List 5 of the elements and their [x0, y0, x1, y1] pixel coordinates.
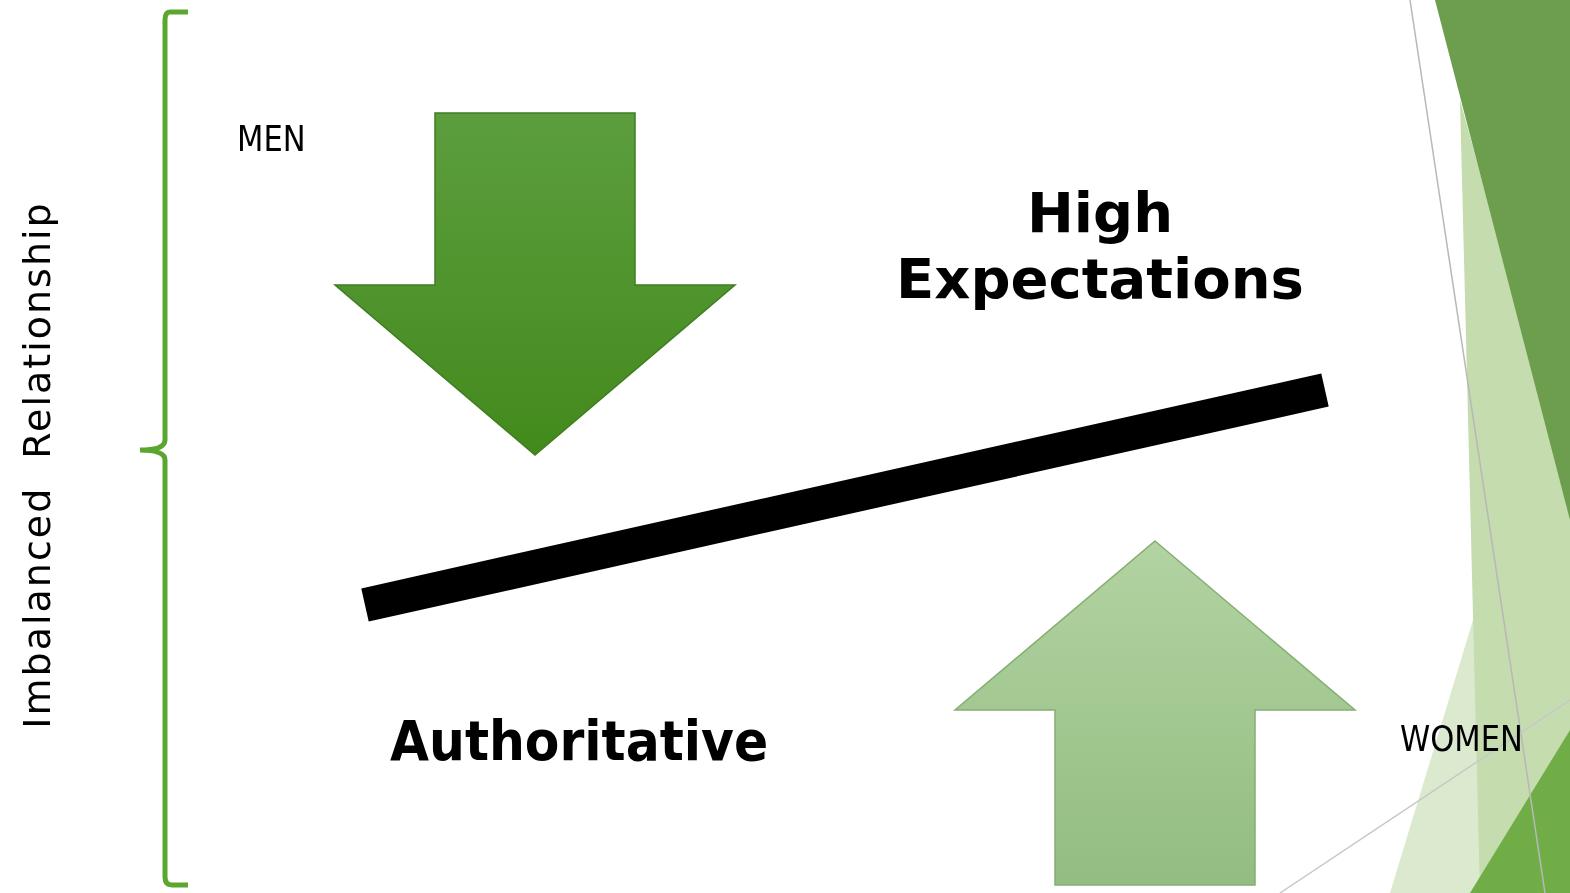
axis-label: Imbalanced Relationship: [15, 201, 59, 729]
expectation-label: High Expectations: [895, 180, 1305, 312]
style-label: Authoritative: [390, 708, 769, 773]
group-label: MEN: [237, 118, 306, 159]
group-label: WOMEN: [1400, 718, 1523, 759]
